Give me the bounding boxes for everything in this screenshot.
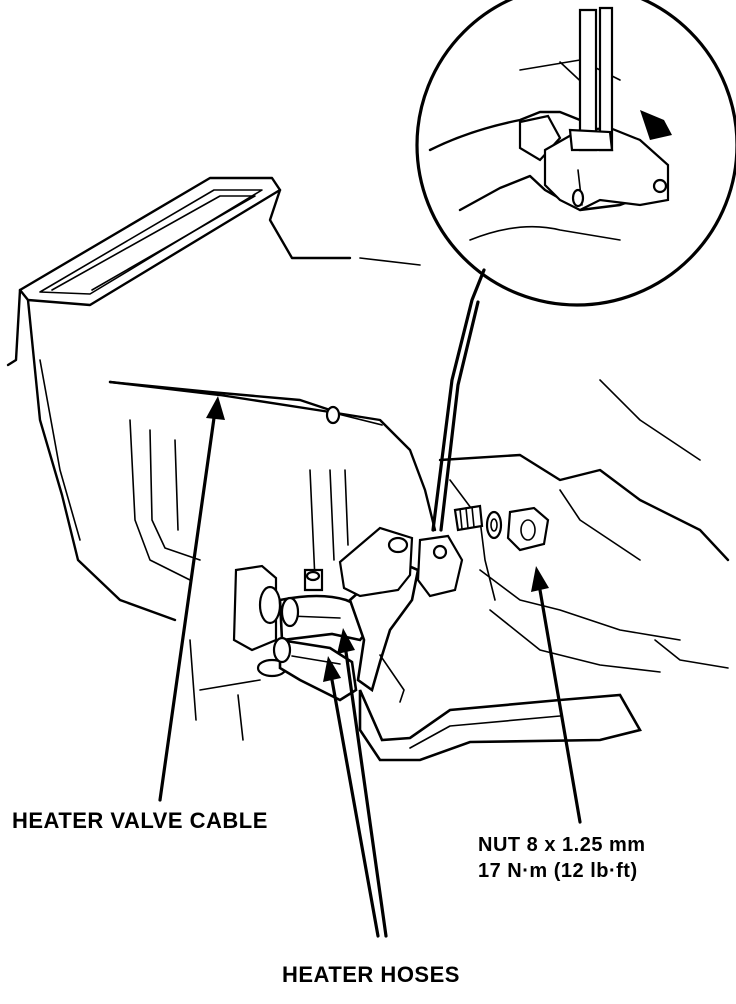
stud-washer-nut [453, 504, 550, 552]
heater-housing [6, 176, 421, 622]
callout-arrows [158, 396, 582, 938]
firewall-contour [438, 379, 730, 673]
heater-valve [232, 564, 324, 678]
heater-valve-cable-label: HEATER VALVE CABLE [12, 808, 268, 833]
heater-valve-cable [108, 380, 437, 532]
panel-lines [108, 380, 349, 741]
detail-leader [431, 268, 486, 532]
valve-bracket [338, 526, 464, 703]
heater-hoses [272, 558, 642, 762]
nut-spec-label: NUT 8 x 1.25 mm 17 N·m (12 lb·ft) [478, 832, 646, 884]
heater-hoses-label: HEATER HOSES [282, 962, 460, 987]
detail-inset [415, 0, 736, 307]
nut-size-text: NUT 8 x 1.25 mm [478, 834, 646, 856]
nut-torque-text: 17 N·m (12 lb·ft) [478, 860, 638, 882]
